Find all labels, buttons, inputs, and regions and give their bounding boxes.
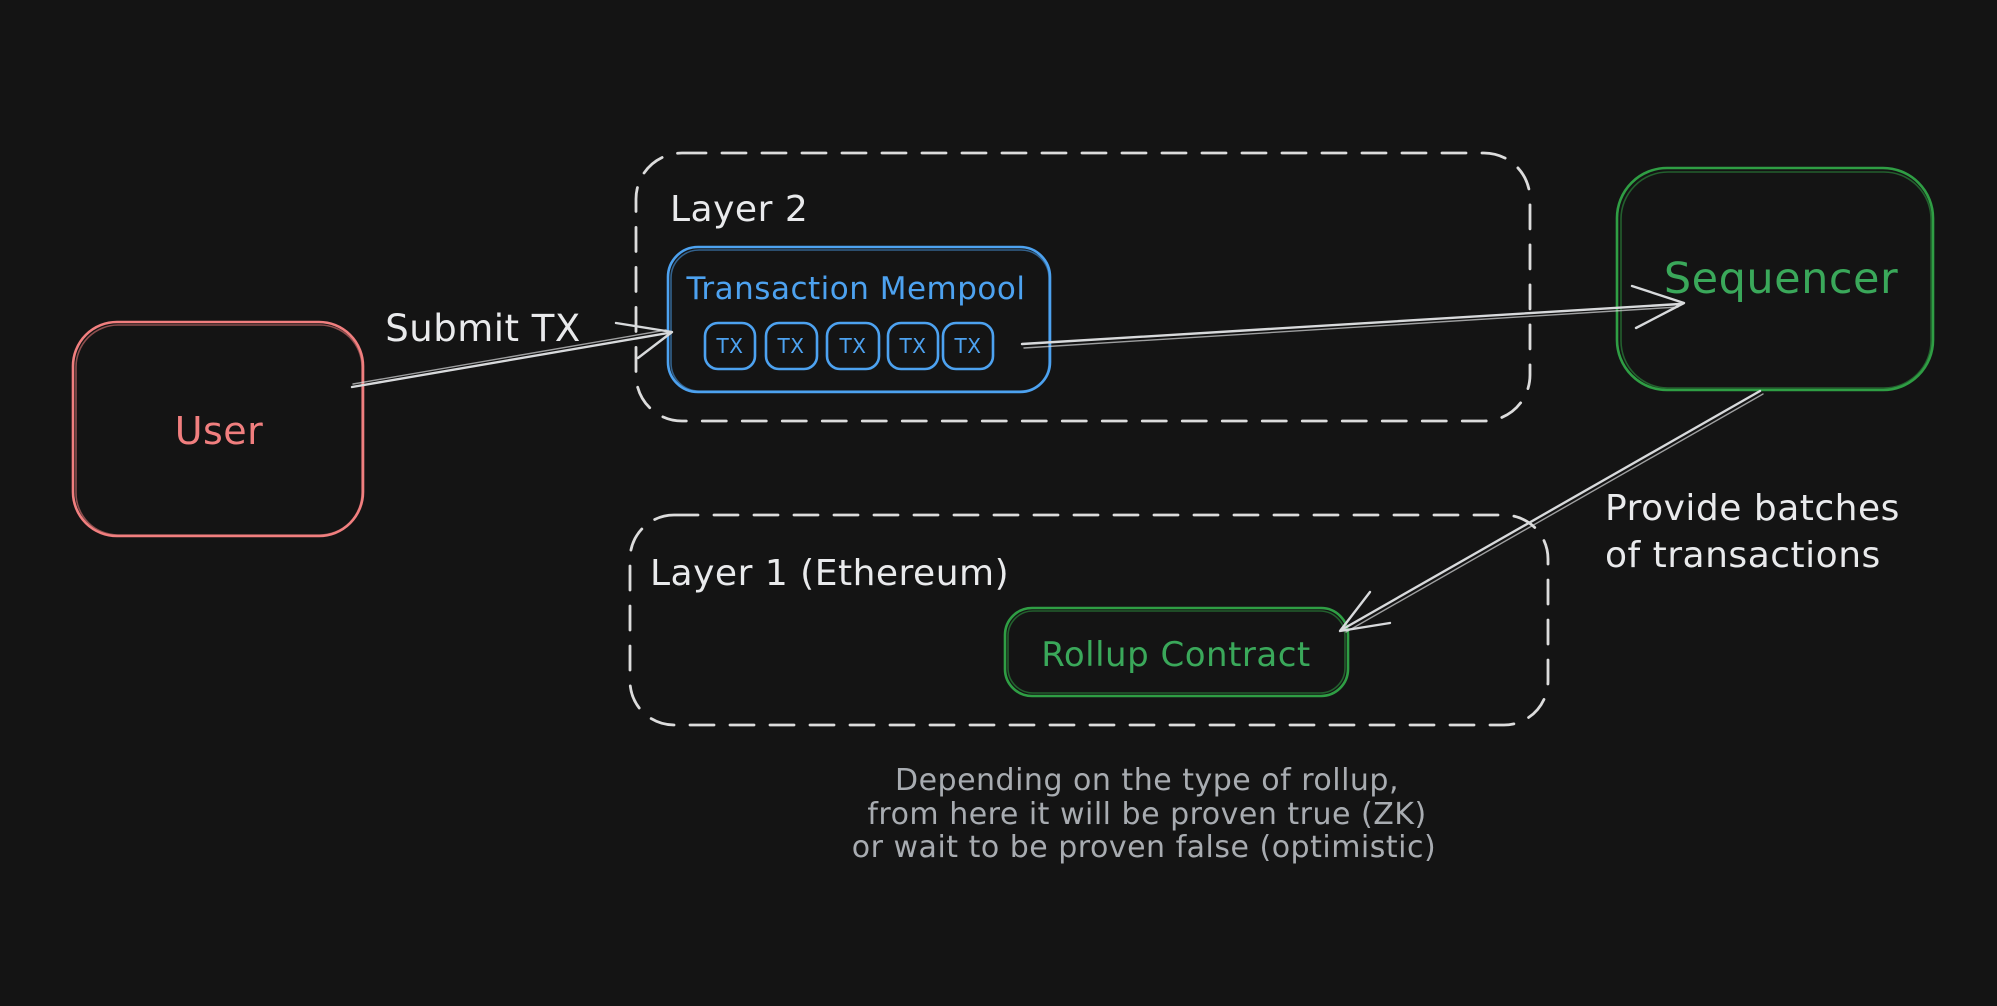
mempool-to-sequencer-arrow xyxy=(1020,284,1686,349)
submit-tx-label: Submit TX xyxy=(385,307,580,350)
user-box-sketch-stroke xyxy=(75,324,363,536)
tx-label: TX xyxy=(716,334,744,358)
layer1-boundary xyxy=(628,513,1550,727)
sequencer-to-rollup-arrowhead-icon xyxy=(1338,590,1392,633)
provide-batches-label-line2: of transactions xyxy=(1605,535,1881,576)
rollup-contract-label: Rollup Contract xyxy=(1041,635,1311,675)
sequencer-to-rollup-arrow: Provide batches of transactions xyxy=(1338,389,1900,633)
submit-tx-arrow-shaft-sketch xyxy=(352,329,667,385)
mempool-to-sequencer-arrow-shaft xyxy=(1020,302,1682,346)
provide-batches-label-line1: Provide batches xyxy=(1605,488,1900,529)
tx-item xyxy=(825,321,881,371)
tx-item xyxy=(764,321,819,371)
mempool-label: Transaction Mempool xyxy=(686,271,1026,307)
user-node: User xyxy=(71,320,365,538)
sequencer-label: Sequencer xyxy=(1664,254,1898,304)
tx-label: TX xyxy=(839,334,867,358)
mempool-box xyxy=(666,245,1052,394)
tx-item xyxy=(941,321,995,371)
layer2-boundary xyxy=(634,151,1532,423)
mempool-to-sequencer-arrow-shaft-sketch xyxy=(1023,306,1679,349)
sequencer-box-sketch-stroke xyxy=(1620,171,1932,389)
layer1-group: Layer 1 (Ethereum) xyxy=(628,513,1550,727)
layer1-label: Layer 1 (Ethereum) xyxy=(650,553,1009,594)
sequencer-to-rollup-arrow-shaft-sketch xyxy=(1345,393,1764,633)
tx-label: TX xyxy=(954,334,982,358)
mempool-node: Transaction Mempool TX TX TX TX TX xyxy=(666,245,1052,394)
sequencer-node: Sequencer xyxy=(1615,166,1935,392)
caption: Depending on the type of rollup, from he… xyxy=(852,763,1436,865)
tx-label: TX xyxy=(899,334,927,358)
rollup-contract-node: Rollup Contract xyxy=(1003,606,1350,698)
user-label: User xyxy=(175,409,264,453)
submit-tx-arrow: Submit TX xyxy=(350,307,674,389)
mempool-to-sequencer-arrowhead-icon xyxy=(1630,284,1686,330)
caption-line2: from here it will be proven true (ZK) xyxy=(867,797,1426,832)
tx-items: TX TX TX TX TX xyxy=(703,321,995,371)
rollup-contract-box xyxy=(1003,606,1350,698)
tx-label: TX xyxy=(777,334,805,358)
tx-item xyxy=(703,321,757,371)
sequencer-box xyxy=(1615,166,1935,392)
caption-line3: or wait to be proven false (optimistic) xyxy=(852,830,1436,865)
submit-tx-arrowhead-icon xyxy=(614,321,674,360)
caption-line1: Depending on the type of rollup, xyxy=(895,763,1399,798)
tx-item xyxy=(886,321,940,371)
submit-tx-arrow-shaft xyxy=(350,331,670,389)
user-box xyxy=(71,320,365,538)
layer2-group: Layer 2 xyxy=(634,151,1532,423)
rollup-contract-box-sketch-stroke xyxy=(1007,610,1346,694)
layer2-label: Layer 2 xyxy=(670,189,808,230)
mempool-box-sketch-stroke xyxy=(670,249,1050,392)
sequencer-to-rollup-arrow-shaft xyxy=(1341,389,1762,631)
